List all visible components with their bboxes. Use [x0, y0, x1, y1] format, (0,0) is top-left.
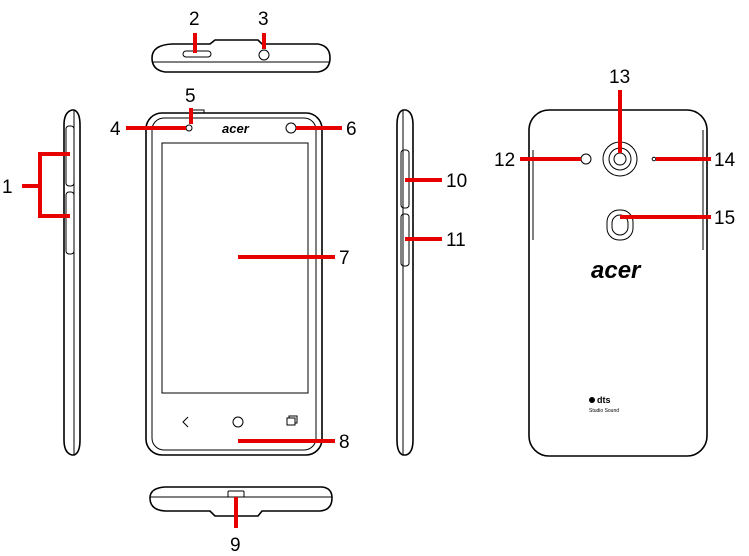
callout-lines	[22, 33, 711, 528]
touchscreen	[161, 142, 309, 394]
phone-bottom-edge-view	[149, 486, 333, 517]
callout-numbers: 1 2 3 4 5 6 7 8 9 10 11 12 13 14 15	[2, 9, 736, 556]
back-icon	[182, 416, 189, 428]
callout-6: 6	[346, 119, 357, 140]
recent-apps-icon	[286, 415, 298, 426]
phone-right-side-view	[396, 109, 414, 456]
headset-jack	[258, 49, 270, 61]
fingerprint-key	[606, 209, 634, 241]
callout-13: 13	[609, 67, 630, 88]
dts-badge: dts	[597, 395, 611, 405]
callout-2: 2	[189, 9, 200, 30]
callout-8: 8	[339, 432, 350, 453]
home-icon	[232, 416, 244, 428]
phone-left-side-view	[63, 109, 81, 456]
dts-badge-sub: Studio Sound	[589, 408, 619, 414]
callout-4: 4	[110, 119, 121, 140]
callout-9: 9	[230, 535, 241, 556]
back-acer-logo: acer	[591, 257, 642, 284]
front-acer-logo: acer	[222, 121, 250, 136]
callout-10: 10	[446, 171, 467, 192]
dts-logo-mark	[589, 397, 595, 403]
callout-15: 15	[714, 208, 735, 229]
phone-front-view: acer	[145, 109, 323, 456]
phone-top-edge-view	[151, 39, 331, 73]
phone-back-view: acer dts Studio Sound	[528, 109, 708, 457]
callout-14: 14	[714, 150, 736, 171]
noise-mic	[651, 156, 657, 162]
callout-5: 5	[185, 86, 196, 107]
callout-12: 12	[494, 150, 515, 171]
callout-3: 3	[258, 9, 269, 30]
callout-1: 1	[2, 177, 13, 198]
callout-7: 7	[339, 248, 350, 269]
callout-11: 11	[446, 230, 466, 251]
